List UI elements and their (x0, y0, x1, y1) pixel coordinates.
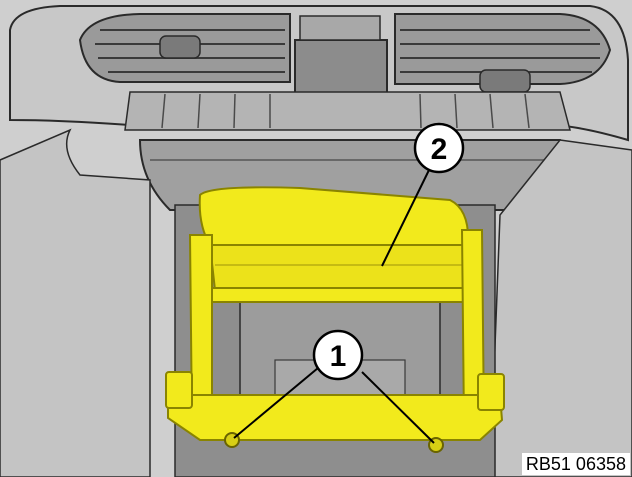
right-side-trim (489, 139, 632, 477)
left-side-trim (0, 128, 151, 477)
left-air-vent (78, 13, 291, 83)
callout-2: 2 (413, 122, 465, 174)
callout-1-label: 1 (330, 340, 347, 373)
callout-2-label: 2 (431, 133, 448, 166)
highlighted-mounting-frame (165, 186, 505, 453)
control-button-strip (124, 91, 571, 131)
leader-line-1-left (233, 367, 319, 439)
callout-1: 1 (312, 329, 364, 381)
leader-line-2 (381, 167, 431, 267)
right-air-vent (394, 13, 612, 93)
reference-code: RB51 06358 (521, 453, 630, 475)
display-top-trim (299, 15, 381, 41)
leader-line-1-right (361, 371, 435, 444)
